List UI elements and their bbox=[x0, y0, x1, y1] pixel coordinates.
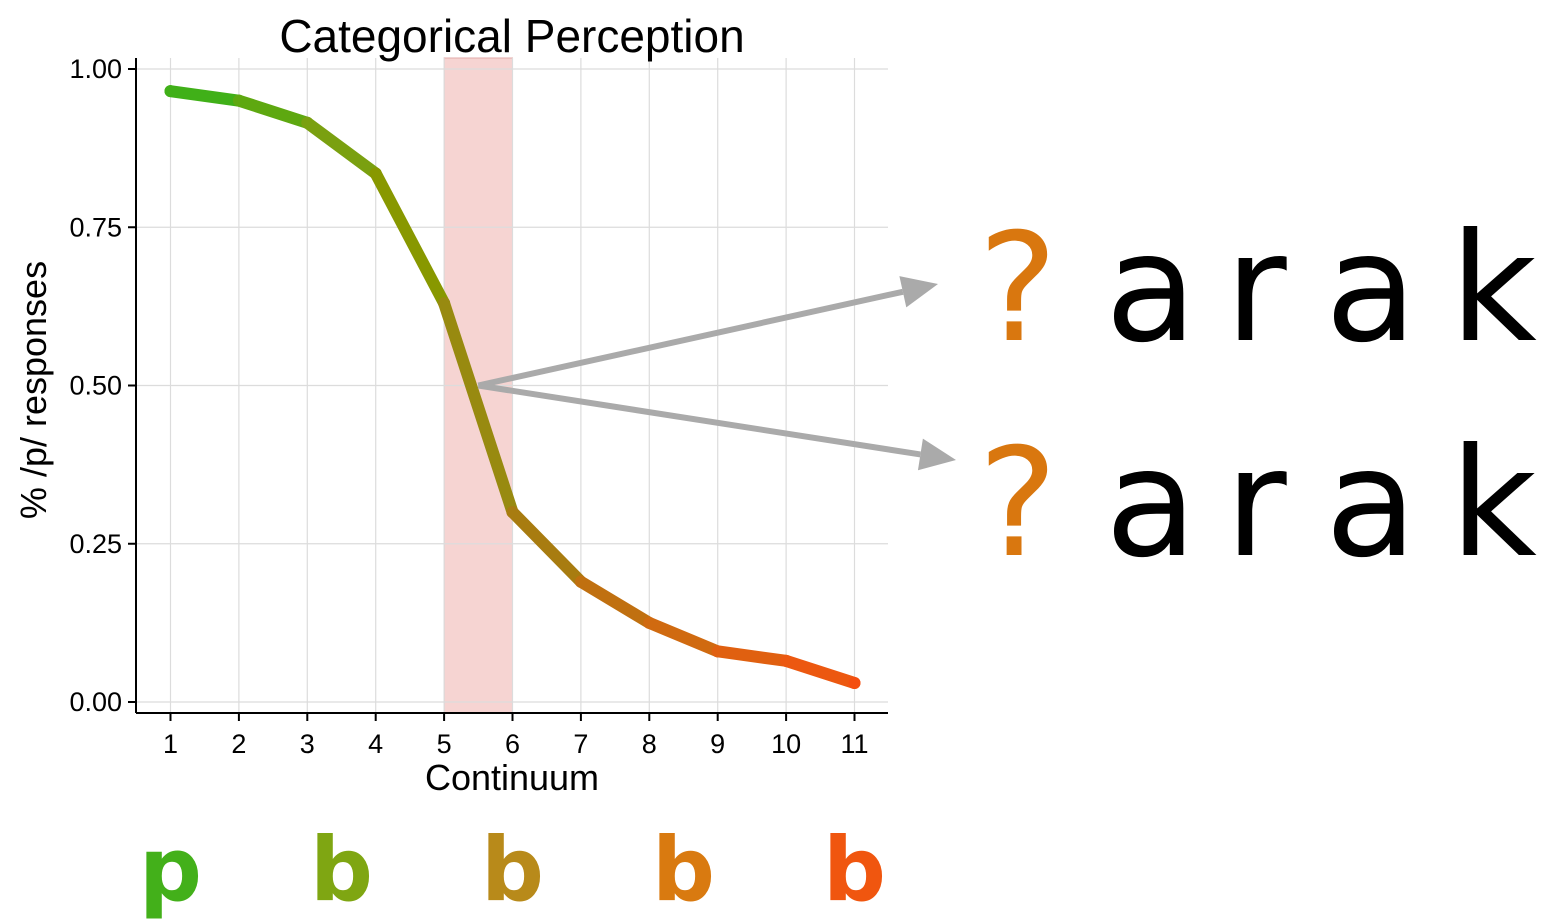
arrow-head bbox=[899, 276, 938, 308]
series-point bbox=[574, 575, 587, 588]
arrow-shaft bbox=[477, 382, 921, 458]
x-tick-label: 8 bbox=[642, 729, 657, 759]
y-tick-label: 1.00 bbox=[69, 54, 122, 84]
y-tick-label: 0.50 bbox=[69, 371, 122, 401]
series-point bbox=[506, 506, 519, 519]
word-letter: r bbox=[1225, 417, 1287, 591]
series-segment bbox=[780, 654, 861, 690]
series-segment bbox=[574, 575, 656, 629]
x-tick-label: 6 bbox=[505, 729, 520, 759]
series-segment bbox=[369, 167, 451, 310]
y-axis-title: % /p/ responses bbox=[13, 261, 54, 519]
label-layer: 0.00 0.25 0.50 0.75 1.00 1 2 3 4 5 6 7 8 9 10 11 bbox=[69, 54, 868, 759]
chart-title: Categorical Perception bbox=[279, 10, 744, 62]
series-segment bbox=[711, 645, 793, 667]
continuum-letter: b bbox=[310, 818, 373, 921]
series-segment bbox=[643, 616, 724, 658]
series-point bbox=[780, 654, 793, 667]
x-tick-label: 1 bbox=[163, 729, 178, 759]
continuum-letter: b bbox=[481, 818, 544, 921]
y-tick-label: 0.25 bbox=[69, 529, 122, 559]
arrow-head bbox=[917, 438, 956, 471]
unknown-phoneme-mark: ? bbox=[978, 202, 1058, 376]
series-point bbox=[438, 297, 451, 310]
series-point bbox=[711, 645, 724, 658]
continuum-letter: b bbox=[823, 818, 886, 921]
series-point bbox=[848, 677, 861, 690]
series-point bbox=[643, 616, 656, 629]
x-tick-label: 3 bbox=[300, 729, 315, 759]
word-letter: a bbox=[1325, 202, 1417, 376]
series-segment bbox=[438, 297, 519, 519]
x-tick-label: 9 bbox=[710, 729, 725, 759]
series-point bbox=[164, 85, 177, 98]
word-letter: a bbox=[1105, 202, 1197, 376]
arrow-shaft bbox=[477, 288, 904, 389]
continuum-letter: b bbox=[652, 818, 715, 921]
series-segment bbox=[232, 94, 314, 129]
series-point bbox=[369, 167, 382, 180]
word-letter: k bbox=[1450, 202, 1537, 376]
series-segment bbox=[506, 506, 587, 588]
word-letter: k bbox=[1450, 417, 1537, 591]
series-segment bbox=[301, 116, 382, 180]
x-tick-label: 7 bbox=[573, 729, 588, 759]
x-tick-label: 2 bbox=[231, 729, 246, 759]
series-layer bbox=[164, 85, 861, 690]
y-tick-label: 0.75 bbox=[69, 212, 122, 242]
continuum-letter: p bbox=[139, 818, 202, 921]
x-tick-label: 10 bbox=[771, 729, 801, 759]
axis-layer bbox=[128, 58, 888, 721]
series-point bbox=[232, 94, 245, 107]
series-segment bbox=[164, 85, 245, 107]
x-tick-label: 11 bbox=[840, 729, 868, 759]
word-letter: r bbox=[1225, 202, 1287, 376]
word-letter: a bbox=[1105, 417, 1197, 591]
x-tick-label: 4 bbox=[368, 729, 383, 759]
series-point bbox=[301, 116, 314, 129]
arrow-layer bbox=[477, 276, 956, 471]
x-tick-label: 5 bbox=[437, 729, 452, 759]
y-tick-label: 0.00 bbox=[69, 687, 122, 717]
x-axis-title: Continuum bbox=[425, 757, 599, 798]
grid-layer bbox=[136, 58, 888, 713]
unknown-phoneme-mark: ? bbox=[978, 417, 1058, 591]
word-letter: a bbox=[1325, 417, 1417, 591]
